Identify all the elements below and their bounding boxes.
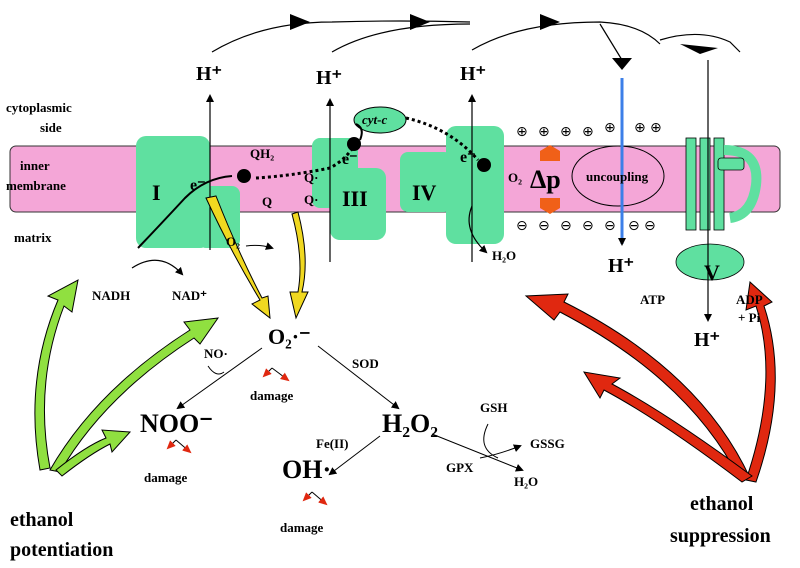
delta-p-bottom-marker: [540, 198, 560, 214]
atp-label: ATP: [640, 292, 665, 307]
o2-membrane-label: O₂: [508, 170, 522, 185]
hydroxyl-label: OH·: [282, 455, 331, 484]
nad-label: NAD⁺: [172, 288, 207, 303]
svg-text:⊕: ⊕: [538, 124, 550, 140]
proton-label-4: H⁺: [608, 255, 634, 277]
qh2-label: QH₂: [250, 146, 274, 161]
o2-to-superoxide-arrow: [245, 242, 274, 250]
ethanol-suppression-line2: suppression: [670, 525, 771, 547]
peroxynitrite-label: NOO⁻: [140, 409, 213, 438]
ethanol-potentiation-line1: ethanol: [10, 509, 74, 531]
damage-label-1: damage: [250, 388, 294, 403]
complex-4-label: IV: [412, 180, 437, 205]
delta-p-top-marker: [540, 145, 560, 161]
q-label: Q: [262, 194, 272, 209]
ethanol-potentiation-line2: potentiation: [10, 539, 113, 561]
inner-membrane-band: [9, 145, 781, 213]
complex-5-atp-synthase: [675, 137, 762, 281]
gssg-label: GSSG: [530, 436, 565, 451]
svg-text:⊖: ⊖: [644, 218, 656, 234]
proton-label-5: H⁺: [694, 329, 720, 351]
complex-1-label: I: [152, 180, 161, 205]
electron-label-1: e⁻: [190, 177, 206, 194]
negative-charges: ⊖⊖⊖⊖ ⊖⊖⊖: [516, 218, 656, 234]
fe-label: Fe(II): [316, 436, 349, 451]
qdot-label-1: Q·: [304, 170, 318, 185]
damage-label-3: damage: [280, 520, 324, 535]
uncoupling-ellipse: [571, 145, 665, 207]
h2o-gpx-label: H₂O: [514, 474, 538, 489]
gpx-label: GPX: [446, 460, 474, 475]
svg-text:⊕: ⊕: [604, 120, 616, 136]
proton-label-3: H⁺: [460, 63, 486, 85]
o2-leak-label: O₂: [226, 234, 240, 249]
qdot-label-2: Q·: [304, 192, 318, 207]
superoxide-label: O₂·⁻: [268, 324, 311, 349]
adp-label: ADP: [736, 292, 763, 307]
svg-text:⊖: ⊖: [516, 218, 528, 234]
proton-label-1: H⁺: [196, 63, 222, 85]
svg-text:⊕: ⊕: [650, 120, 662, 136]
electron-label-3: e⁻: [460, 149, 476, 166]
ethanol-suppression-line1: ethanol: [690, 493, 754, 515]
svg-text:⊕: ⊕: [516, 124, 528, 140]
inner-label: inner: [20, 158, 50, 173]
h2o-complex4-label: H₂O: [492, 248, 516, 263]
cytochrome-c: [353, 106, 407, 134]
svg-text:⊖: ⊖: [604, 218, 616, 234]
circuit-arrowheads: [290, 14, 718, 70]
svg-text:⊕: ⊕: [560, 124, 572, 140]
membrane-label: membrane: [6, 178, 66, 193]
o2-to-h2o-arrow: [468, 205, 488, 254]
svg-text:⊖: ⊖: [582, 218, 594, 234]
svg-text:⊖: ⊖: [628, 218, 640, 234]
svg-text:⊕: ⊕: [634, 120, 646, 136]
superoxide-leak-arrows: [205, 195, 309, 320]
svg-text:⊖: ⊖: [538, 218, 550, 234]
damage-label-2: damage: [144, 470, 188, 485]
svg-text:⊕: ⊕: [582, 124, 594, 140]
reaction-arrows: [176, 345, 524, 476]
damage-arrows: [166, 367, 328, 506]
cytoplasmic-side-label: side: [40, 120, 62, 135]
matrix-label: matrix: [14, 230, 52, 245]
complex-3: [312, 138, 386, 240]
svg-text:⊖: ⊖: [560, 218, 572, 234]
nadh-arrow: [131, 259, 184, 276]
uncoupling-label: uncoupling: [586, 169, 649, 184]
ethanol-potentiation-arrows: [34, 279, 220, 477]
complex-3-label: III: [342, 186, 368, 211]
pi-label: + Pi: [738, 310, 761, 325]
cytc-label: cyt-c: [362, 112, 387, 127]
complex-5-label: V: [704, 260, 720, 285]
sod-label: SOD: [352, 356, 379, 371]
no-label: NO·: [204, 346, 228, 361]
delta-p-label: Δp: [530, 165, 561, 194]
gsh-label: GSH: [480, 400, 507, 415]
h2o2-label: H₂O₂: [382, 409, 438, 438]
cytoplasmic-label: cytoplasmic: [6, 100, 72, 115]
nadh-label: NADH: [92, 288, 130, 303]
complex-4: [400, 126, 504, 244]
positive-charges: ⊕⊕⊕⊕ ⊕⊕⊕: [516, 120, 662, 140]
electron-path: [137, 116, 491, 249]
proton-label-2: H⁺: [316, 67, 342, 89]
electron-label-2: e⁻: [342, 151, 358, 168]
ethanol-suppression-arrows: [524, 280, 776, 483]
